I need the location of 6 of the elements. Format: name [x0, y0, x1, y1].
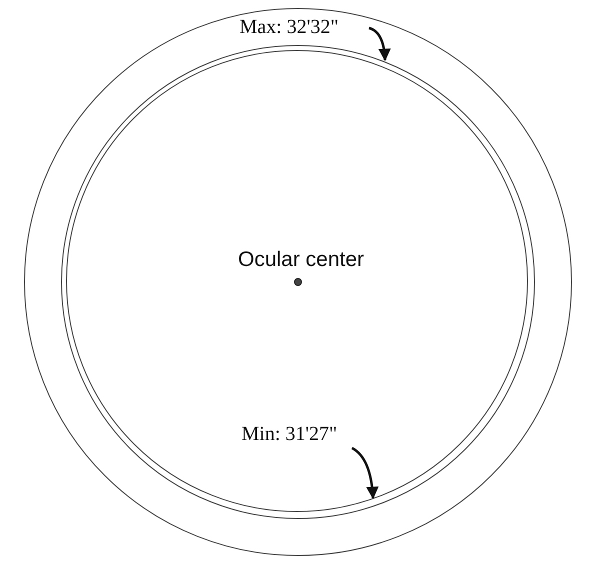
- center-label: Ocular center: [238, 248, 364, 272]
- leader-arrow: [368, 26, 391, 62]
- measurement-label: Min: 31'27": [242, 422, 338, 444]
- measurement-label: Max: 32'32": [240, 16, 338, 38]
- ring-circle: [24, 8, 572, 556]
- leader-arrow: [351, 446, 378, 500]
